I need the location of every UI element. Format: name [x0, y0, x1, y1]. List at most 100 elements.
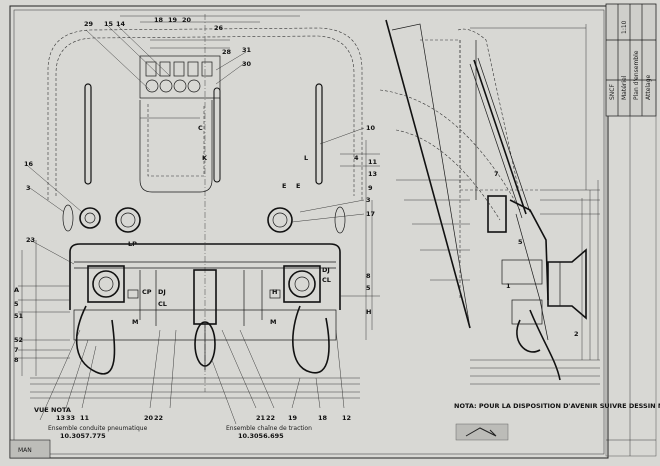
letter-h: H	[272, 288, 277, 296]
drawing-border	[9, 5, 609, 459]
part-letters: CP DJ CL CL DJ M M H E E L C K LP	[128, 124, 331, 326]
title-line-1: SNCF	[609, 84, 616, 100]
callout-A: A	[14, 286, 19, 294]
sheet-mark: MAN	[18, 447, 32, 454]
side-hose	[529, 309, 561, 381]
callout-11: 11	[368, 158, 378, 166]
callout-b-33: 33	[66, 414, 75, 422]
inner-border	[13, 9, 605, 455]
callout-b-13: 13	[56, 414, 65, 422]
revision-strip	[605, 115, 657, 457]
title-line-2: Matériel	[621, 75, 628, 100]
letter-c: C	[198, 124, 203, 132]
assembly-left-number: 10.3057.775	[60, 432, 106, 440]
callout-30: 30	[242, 60, 252, 68]
callout-52: 52	[14, 336, 23, 344]
letter-cl-left: CL	[158, 300, 167, 308]
callout-5r: 5	[366, 284, 371, 292]
callout-b-22: 22	[154, 414, 163, 422]
callout-8: 8	[14, 356, 19, 364]
callout-10: 10	[366, 124, 376, 132]
letter-l: L	[304, 154, 308, 162]
letter-cl-right: CL	[322, 276, 331, 284]
callout-b-18: 18	[318, 414, 328, 422]
pasted-stamp	[455, 423, 509, 441]
central-door	[139, 100, 213, 193]
letter-k: K	[202, 154, 208, 162]
callout-31: 31	[242, 46, 252, 54]
title-scale: 1:10	[621, 20, 628, 34]
callout-29: 29	[84, 20, 94, 28]
lamp-left-outer	[79, 207, 101, 229]
callouts-left: 16 3 23 A 5 51 52 7 8	[14, 160, 35, 364]
handrail-right	[315, 83, 323, 185]
marker-right	[334, 206, 346, 234]
handrail-left	[84, 83, 92, 185]
callouts-bottom: 13 33 11 20 22 21 22 19 18 12	[56, 414, 351, 422]
callout-13: 13	[368, 170, 377, 178]
assembly-right-number: 10.3056.695	[238, 432, 284, 440]
air-hose-left	[75, 305, 116, 375]
callout-7: 7	[14, 346, 19, 354]
callout-28: 28	[222, 48, 232, 56]
side-coupler	[487, 195, 549, 353]
title-line-3: Plan d'ensemble	[633, 50, 640, 100]
letter-m-right: M	[270, 318, 276, 326]
callout-18: 18	[154, 16, 164, 24]
letter-e-2: E	[296, 182, 300, 190]
vue-label: VUE NOTA	[34, 406, 71, 414]
horn-cluster	[139, 55, 221, 99]
profile-label-5: 5	[518, 238, 523, 246]
letter-cp-left: CP	[142, 288, 152, 296]
callout-17: 17	[366, 210, 375, 218]
air-hose-right	[292, 305, 330, 374]
title-line-4: Attelage	[645, 74, 652, 100]
buffer-beam	[69, 243, 341, 341]
callout-5: 5	[14, 300, 19, 308]
callout-9: 9	[368, 184, 373, 192]
profile-label-2: 2	[574, 330, 579, 338]
lamp-left-inner	[115, 207, 141, 233]
callout-23: 23	[26, 236, 35, 244]
callout-b-19: 19	[288, 414, 298, 422]
coupler-hook	[193, 269, 217, 370]
side-buffer	[547, 248, 587, 320]
buffer-right	[283, 265, 321, 303]
marker-left	[62, 204, 74, 232]
buffer-left	[87, 265, 125, 303]
assembly-reference-left: Ensemble conduite pneumatique 10.3057.77…	[48, 425, 148, 440]
callout-b-21: 21	[256, 414, 266, 422]
side-view: 2 1 5 7	[379, 19, 600, 385]
profile-label-7: 7	[494, 170, 499, 178]
callout-51: 51	[14, 312, 24, 320]
letter-e-1: E	[282, 182, 286, 190]
callout-3r: 3	[366, 196, 371, 204]
nota-text: NOTA: POUR LA DISPOSITION D'AVENIR SUIVR…	[454, 402, 660, 410]
lamp-right-inner	[267, 207, 293, 233]
front-view	[18, 14, 380, 425]
assembly-right-title: Ensemble chaîne de traction	[226, 425, 312, 432]
letter-dj-left: DJ	[158, 288, 166, 296]
callout-b-11: 11	[80, 414, 90, 422]
title-block: SNCF Matériel Plan d'ensemble Attelage 1…	[605, 3, 657, 117]
assembly-left-title: Ensemble conduite pneumatique	[48, 425, 148, 432]
callout-H: H	[366, 308, 371, 316]
callout-b-22b: 22	[266, 414, 275, 422]
callouts-right: 10 4 11 13 9 3 17 8 5 H	[354, 124, 378, 316]
callout-26: 26	[214, 24, 224, 32]
callout-3: 3	[26, 184, 31, 192]
callouts-top: 29 15 14 18 19 20 26 28 31 30	[84, 16, 252, 68]
letter-dj-right: DJ	[322, 266, 330, 274]
callout-19: 19	[168, 16, 178, 24]
sheet-stamp: MAN	[9, 439, 51, 459]
profile-label-1: 1	[506, 282, 511, 290]
assembly-reference-right: Ensemble chaîne de traction 10.3056.695	[226, 425, 312, 440]
callout-b-12: 12	[342, 414, 351, 422]
callout-15: 15	[104, 20, 114, 28]
callout-20: 20	[182, 16, 192, 24]
letter-m-left: M	[132, 318, 138, 326]
drive-rod	[473, 59, 527, 215]
callout-8r: 8	[366, 272, 371, 280]
